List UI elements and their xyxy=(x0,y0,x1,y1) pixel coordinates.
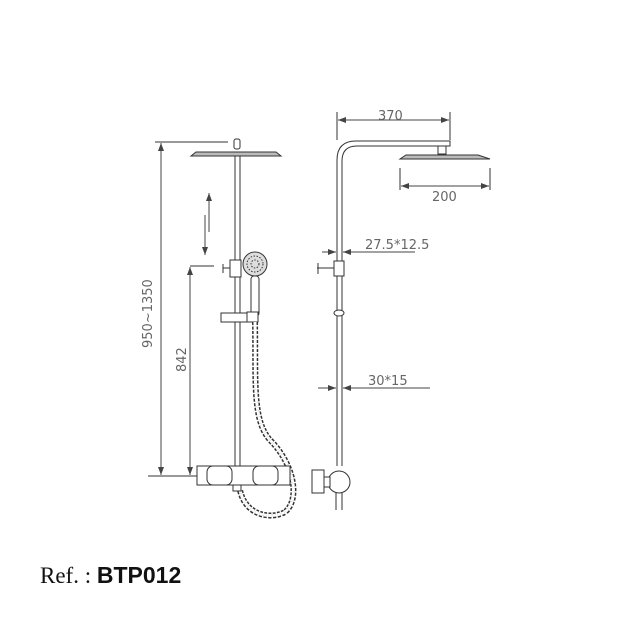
riser-rod xyxy=(234,155,241,467)
dim-upper-tube: 27.5*12.5 xyxy=(365,238,429,253)
reference-label: Ref. : BTP012 xyxy=(40,562,181,589)
front-view xyxy=(148,138,297,519)
ref-prefix: Ref. : xyxy=(40,563,92,588)
shower-arm xyxy=(336,140,451,466)
shower-hose xyxy=(237,321,297,519)
ref-code: BTP012 xyxy=(96,562,182,588)
slider-bracket xyxy=(220,312,248,323)
side-mixer-body xyxy=(327,470,351,494)
diverter xyxy=(229,259,242,278)
dim-total-height: 950~1350 xyxy=(141,279,156,348)
side-diverter xyxy=(333,260,345,277)
side-view xyxy=(311,112,491,510)
side-mixer-knob xyxy=(311,469,325,494)
dim-slide-height: 842 xyxy=(175,347,190,372)
dim-head-diameter: 200 xyxy=(432,190,457,205)
rain-shower-head xyxy=(189,151,283,157)
dim-lower-tube: 30*15 xyxy=(368,374,408,389)
dim-arm-length: 370 xyxy=(378,109,403,124)
head-connector xyxy=(233,138,241,150)
hand-shower-handle xyxy=(250,275,260,317)
side-shower-head xyxy=(398,154,491,160)
